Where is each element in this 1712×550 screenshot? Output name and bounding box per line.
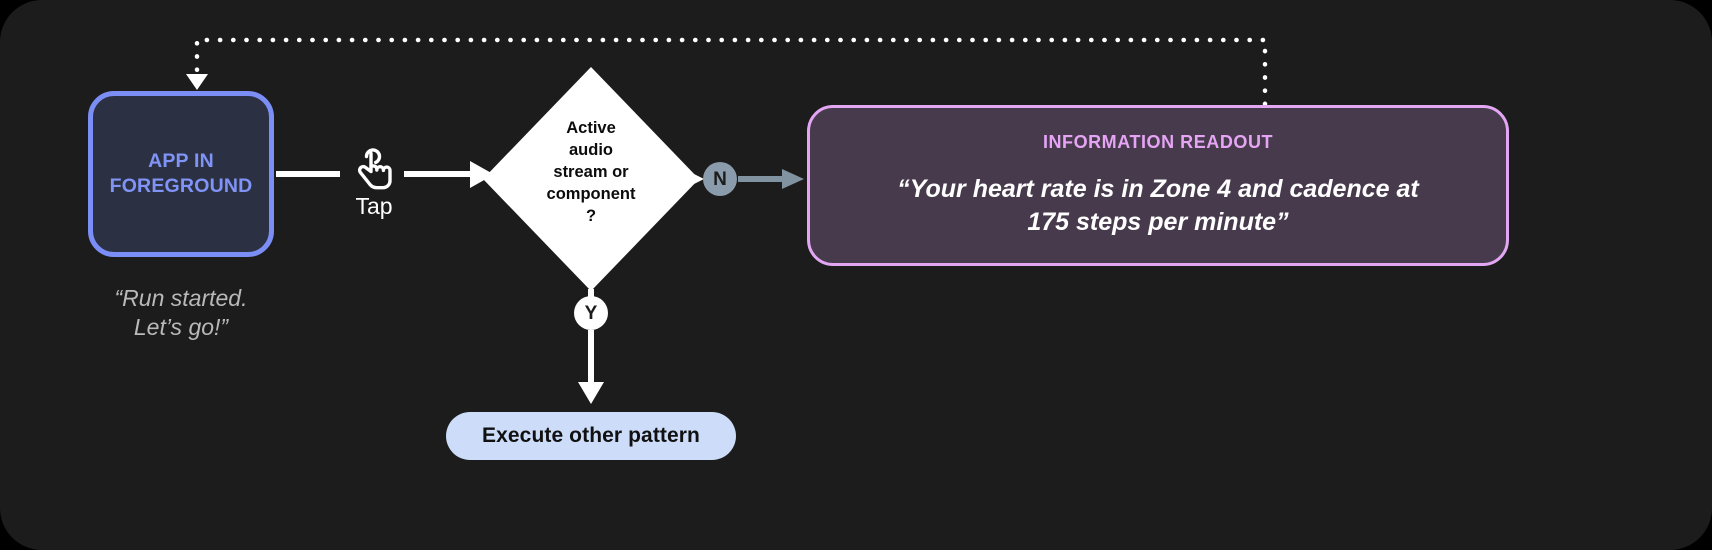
- app-in-foreground-label: APP IN FOREGROUND: [109, 150, 253, 197]
- node-app-in-foreground[interactable]: APP IN FOREGROUND: [88, 91, 274, 257]
- app-in-foreground-caption: “Run started. Let’s go!”: [114, 285, 248, 340]
- information-readout-quote: “Your heart rate is in Zone 4 and cadenc…: [897, 174, 1419, 237]
- node-information-readout[interactable]: INFORMATION READOUT “Your heart rate is …: [807, 105, 1509, 266]
- branch-badge-no-label: N: [713, 168, 727, 190]
- feedback-loop-connector: [186, 37, 1268, 107]
- no-to-readout-connector: [738, 169, 804, 189]
- tap-gesture-icon: [357, 148, 392, 190]
- information-readout-heading: INFORMATION READOUT: [1042, 131, 1274, 152]
- branch-badge-no[interactable]: N: [703, 162, 737, 196]
- yes-to-execute-connector: [578, 330, 604, 404]
- execute-other-pattern-label: Execute other pattern: [482, 424, 700, 447]
- node-execute-other-pattern[interactable]: Execute other pattern: [446, 412, 736, 460]
- decision-label: Active audio stream or component ?: [546, 119, 636, 226]
- tap-to-decision-connector: [404, 161, 494, 188]
- gesture-tap-group[interactable]: Tap: [336, 143, 412, 218]
- branch-badge-yes[interactable]: Y: [574, 296, 608, 330]
- gesture-tap-label: Tap: [355, 193, 393, 219]
- branch-badge-yes-label: Y: [584, 302, 598, 324]
- node-decision-audio-stream[interactable]: Active audio stream or component ?: [483, 67, 699, 291]
